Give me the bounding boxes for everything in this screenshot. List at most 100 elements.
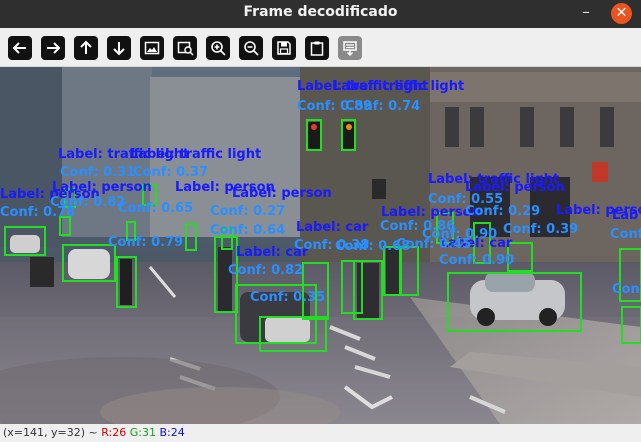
detection-box	[447, 272, 582, 332]
detection-conf: Conf: 0.29	[465, 204, 540, 219]
right-building	[300, 67, 430, 277]
detection-conf: Conf: 0.39	[503, 222, 578, 237]
pedestrian	[120, 259, 132, 305]
image-zoom-icon	[177, 41, 194, 56]
far-building	[150, 77, 300, 237]
detection-box	[621, 306, 641, 344]
detection-conf: Conf: 0.79	[108, 235, 183, 250]
turn-arrow	[343, 385, 393, 410]
save-icon	[277, 41, 291, 55]
detection-conf: Conf: 0.82	[50, 195, 125, 210]
detection-box	[399, 246, 419, 296]
detection-label: Lab	[612, 208, 638, 223]
zoom-out-button[interactable]	[239, 36, 263, 60]
detection-box	[507, 242, 533, 272]
detection-conf: Conf: 0.74	[345, 99, 420, 114]
detection-box	[436, 212, 454, 244]
window-title: Frame decodificado	[243, 4, 398, 20]
detection-conf: Conf: 0.68	[335, 239, 410, 254]
zoom-out-icon	[244, 41, 259, 56]
detection-conf: Conf: 0.37	[133, 165, 208, 180]
zoom-in-button[interactable]	[206, 36, 230, 60]
arrow-left-icon	[12, 42, 26, 54]
road-markings	[329, 325, 506, 414]
save-button[interactable]	[272, 36, 296, 60]
window-titlebar: Frame decodificado – ✕	[0, 0, 641, 28]
properties-button[interactable]	[338, 36, 362, 60]
detection-label: Label: car	[440, 236, 513, 251]
detection-conf: Conf: 0.86	[380, 219, 455, 234]
detection-box	[116, 256, 137, 308]
detection-conf: Conf: 0.65	[118, 201, 193, 216]
detection-label: Label: car	[236, 245, 309, 260]
pan-left-button[interactable]	[8, 36, 32, 60]
copy-button[interactable]	[305, 36, 329, 60]
detection-label: Label: person	[232, 186, 332, 201]
detection-conf: Conf: 0.89	[297, 99, 372, 114]
close-button[interactable]: ✕	[611, 3, 632, 24]
detection-conf: Conf: 0.27	[210, 204, 285, 219]
detection-conf: Conf: 0.45	[396, 237, 471, 252]
blurred-foreground	[0, 357, 280, 424]
detection-label: Label: person	[465, 180, 565, 195]
detection-label: Label: traffic light	[297, 79, 428, 94]
detection-box	[185, 223, 197, 251]
detection-box	[306, 119, 322, 151]
detection-box	[126, 221, 136, 241]
clipboard-icon	[310, 41, 324, 56]
detection-conf: Conf: 0.82	[228, 263, 303, 278]
zoom-area-button[interactable]	[173, 36, 197, 60]
detection-conf: Conf	[612, 282, 641, 297]
frame-canvas[interactable]: Label: traffic light Label: traffic ligh…	[0, 67, 641, 424]
pixel-red-value: R:26	[101, 426, 127, 439]
store-sign	[592, 162, 608, 182]
pixel-green-value: G:31	[129, 426, 156, 439]
detection-box	[353, 260, 383, 320]
detection-label: Label: person	[556, 203, 641, 218]
zoom-fit-button[interactable]	[140, 36, 164, 60]
minimize-button[interactable]: –	[582, 2, 590, 21]
detection-label: Label: person	[175, 180, 275, 195]
detection-box	[214, 236, 238, 313]
toolbar	[0, 28, 641, 67]
detection-box	[341, 260, 363, 314]
detection-conf: Conf	[610, 227, 641, 242]
detection-label: Label: traffic light	[130, 147, 261, 162]
building-cornice	[430, 72, 641, 102]
detection-box	[473, 222, 491, 264]
traffic-light	[308, 122, 320, 150]
detection-box	[62, 244, 116, 282]
detection-label: Label: person	[52, 180, 152, 195]
pan-down-button[interactable]	[107, 36, 131, 60]
detection-conf: Conf: 0.90	[422, 227, 497, 242]
detection-box	[302, 262, 329, 320]
left-building	[0, 67, 70, 247]
detection-conf: Conf: 0.90	[439, 253, 514, 268]
detection-box	[59, 216, 71, 236]
detection-box	[619, 248, 641, 302]
pan-right-button[interactable]	[41, 36, 65, 60]
detection-label: Label: car	[296, 220, 369, 235]
detection-boxes	[4, 119, 641, 352]
detection-conf: Conf: 0.38	[294, 238, 369, 253]
detection-conf: Conf: 0.78	[0, 205, 75, 220]
detection-labels: Label: traffic light Label: traffic ligh…	[0, 79, 641, 305]
properties-icon	[343, 41, 357, 57]
image-icon	[144, 41, 160, 55]
zoom-in-icon	[211, 41, 226, 56]
detection-label: Label: traffic light	[428, 172, 559, 187]
status-bar: (x=141, y=32) ~ R:26 G:31 B:24	[0, 424, 641, 442]
arrow-down-icon	[113, 42, 125, 56]
center-building	[62, 67, 152, 237]
detection-box	[64, 188, 76, 208]
detection-box	[142, 184, 157, 206]
detection-conf: Conf: 0.55	[428, 192, 503, 207]
pan-up-button[interactable]	[74, 36, 98, 60]
detection-box	[4, 226, 46, 256]
detection-conf: Conf: 0.35	[250, 290, 325, 305]
detection-label: Label: traffic light	[333, 79, 464, 94]
detection-conf: Conf: 0.64	[210, 223, 285, 238]
car-white	[68, 249, 110, 279]
detection-box	[341, 119, 356, 151]
detection-label: Label: person	[0, 187, 100, 202]
